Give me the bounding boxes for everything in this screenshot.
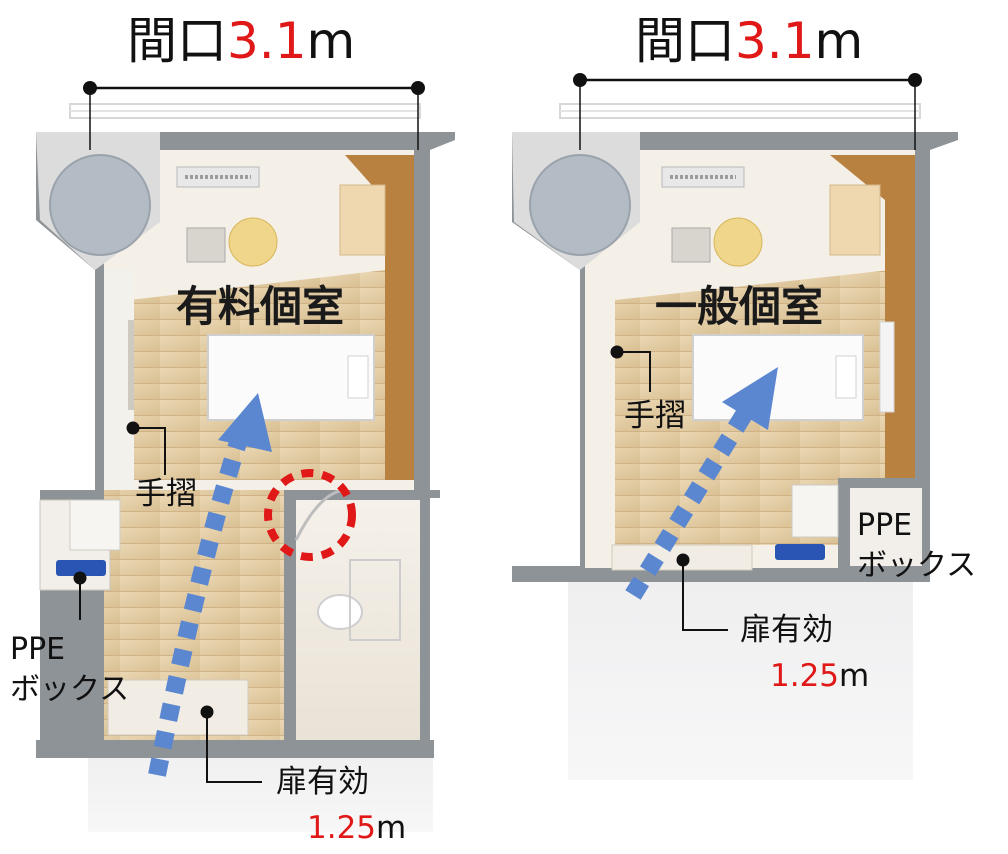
round-table: [713, 217, 763, 267]
left-ppe-leader: [73, 571, 87, 620]
balcony-tank: [49, 154, 151, 256]
left-ppe-label-line1: PPE: [10, 632, 66, 667]
right-ppe-label-line2: ボックス: [857, 548, 977, 583]
width-title-prefix: 間口: [127, 12, 227, 70]
ground-shadow: [568, 580, 913, 780]
chair: [671, 227, 711, 263]
door-width-number: 1.25: [770, 658, 840, 694]
pillow: [347, 355, 369, 399]
width-title-unit: m: [306, 12, 356, 70]
width-title-number: 3.1: [227, 12, 307, 70]
left-path-arrow: [148, 393, 272, 777]
left-room-width-title: 間口3.1m: [127, 6, 355, 76]
left-room-name: 有料個室: [176, 282, 345, 331]
right-handrail-leader: [610, 345, 651, 392]
right-room-width-title: 間口3.1m: [635, 6, 863, 76]
toilet-handrail: [349, 559, 401, 641]
round-table: [228, 217, 278, 267]
side-panel: [879, 321, 895, 413]
door-width-unit: m: [376, 810, 407, 846]
right-handrail-label: 手摺: [624, 398, 686, 434]
wardrobe: [829, 184, 881, 256]
width-title-prefix: 間口: [635, 12, 735, 70]
chair: [186, 227, 226, 263]
wardrobe: [339, 184, 386, 256]
arrow-head: [722, 367, 778, 430]
ppe-alcove: [850, 488, 922, 566]
right-door-leader: [676, 553, 728, 631]
right-path-arrow: [625, 367, 778, 600]
bed: [207, 334, 375, 421]
left-door-width: 1.25m: [307, 810, 406, 846]
bed: [692, 334, 864, 421]
right-width-dimension: [573, 73, 922, 150]
ppe-box: [775, 544, 825, 560]
left-door-label: 扉有効: [276, 764, 369, 800]
toilet-door-highlight: [264, 469, 356, 561]
left-handrail-leader: [126, 421, 166, 475]
balcony-tank: [529, 154, 631, 256]
sink-chair: [69, 499, 121, 551]
left-room-plan: [36, 103, 455, 832]
ppe-box: [56, 560, 106, 576]
sink-chair: [791, 484, 839, 538]
right-door-label: 扉有効: [740, 612, 833, 648]
left-ppe-label-line2: ボックス: [10, 672, 130, 707]
right-door-width: 1.25m: [770, 658, 869, 694]
wardrobe-wall: [345, 155, 414, 480]
width-title-unit: m: [814, 12, 864, 70]
arrow-head: [218, 393, 272, 452]
right-ppe-label-line1: PPE: [857, 508, 913, 543]
toilet: [317, 594, 363, 630]
left-handrail-label: 手摺: [135, 476, 197, 512]
left-width-dimension: [83, 81, 425, 150]
door-width-number: 1.25: [307, 810, 377, 846]
handrail-bar: [128, 320, 134, 410]
width-title-number: 3.1: [735, 12, 815, 70]
door-width-unit: m: [839, 658, 870, 694]
left-door-leader: [200, 705, 262, 783]
pillow: [835, 355, 857, 399]
right-room-name: 一般個室: [655, 282, 824, 331]
